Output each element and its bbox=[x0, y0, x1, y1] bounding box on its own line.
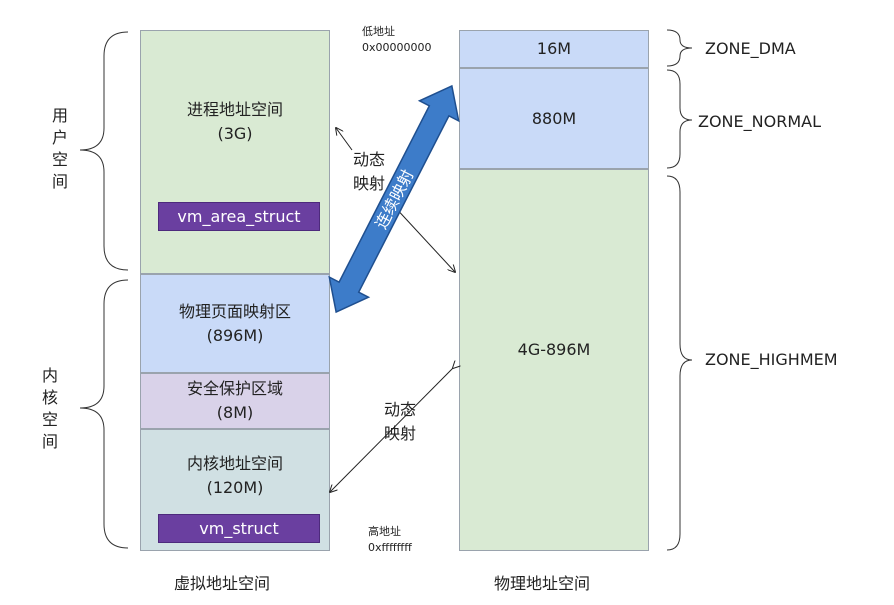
low-address-value: 0x00000000 bbox=[362, 41, 432, 54]
dynamic-mapping-arrow-bottom bbox=[330, 368, 453, 492]
highmem-size: 4G-896M bbox=[517, 340, 591, 359]
high-address-value: 0xffffffff bbox=[368, 541, 412, 554]
dynamic-mapping-arrow-top-source bbox=[336, 128, 353, 151]
phys-map-block: 物理页面映射区 (896M) bbox=[140, 274, 330, 373]
high-address-label: 高地址 bbox=[368, 525, 401, 538]
user-space-size: (3G) bbox=[217, 124, 253, 143]
kernel-space-size: (120M) bbox=[206, 478, 264, 497]
zone-dma-label: ZONE_DMA bbox=[705, 39, 796, 58]
normal-size: 880M bbox=[531, 108, 577, 128]
vm-area-struct-tag: vm_area_struct bbox=[158, 202, 320, 231]
user-space-block: 进程地址空间 (3G) bbox=[140, 30, 330, 274]
zone-dma-brace bbox=[666, 29, 693, 67]
physical-caption: 物理地址空间 bbox=[494, 574, 591, 593]
phys-map-label: 物理页面映射区 bbox=[178, 301, 291, 321]
dma-size: 16M bbox=[536, 39, 572, 58]
kernel-space-label: 内核地址空间 bbox=[186, 454, 283, 473]
dynamic-mapping-label-top: 动态 映射 bbox=[352, 150, 385, 193]
highmem-block: 4G-896M bbox=[459, 169, 649, 551]
normal-block: 880M bbox=[459, 68, 649, 169]
low-address-label: 低地址 bbox=[362, 25, 395, 38]
continuous-mapping-arrow: 连续映射 bbox=[328, 84, 460, 314]
zone-normal-brace bbox=[666, 69, 693, 169]
kernel-space-brace bbox=[79, 279, 129, 549]
virtual-caption: 虚拟地址空间 bbox=[174, 574, 271, 593]
dma-block: 16M bbox=[459, 30, 649, 68]
guard-size: (8M) bbox=[216, 403, 254, 422]
guard-block: 安全保护区域 (8M) bbox=[140, 373, 330, 429]
zone-highmem-label: ZONE_HIGHMEM bbox=[705, 350, 838, 369]
zone-normal-label: ZONE_NORMAL bbox=[698, 112, 821, 131]
user-space-label: 进程地址空间 bbox=[186, 100, 283, 119]
zone-highmem-brace bbox=[666, 175, 693, 551]
phys-map-size: (896M) bbox=[206, 325, 264, 345]
vm-struct-tag: vm_struct bbox=[158, 514, 320, 543]
dynamic-mapping-arrow-top bbox=[392, 204, 455, 272]
user-space-brace bbox=[79, 31, 129, 271]
guard-label: 安全保护区域 bbox=[186, 379, 283, 398]
